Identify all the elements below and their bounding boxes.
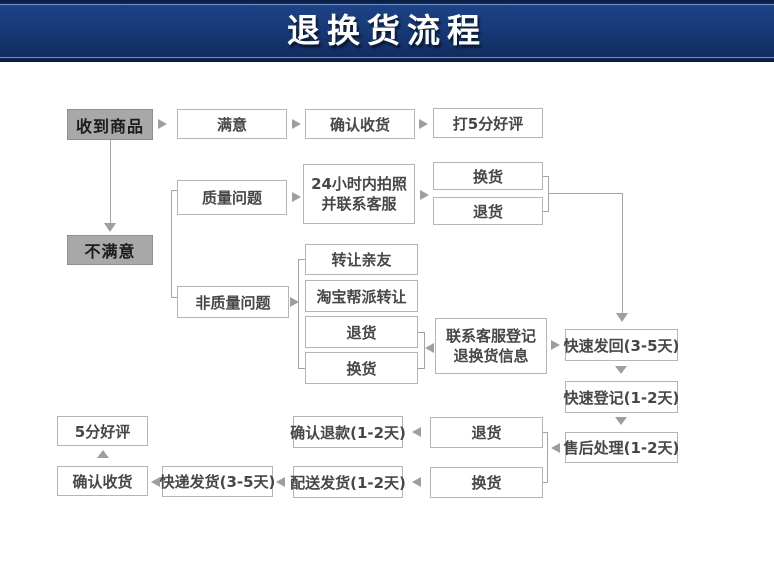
node-five-star-bottom: 5分好评 (57, 416, 148, 446)
arrow-right-icon (292, 119, 301, 129)
arrow-down-icon (616, 313, 628, 322)
arrow-left-icon (551, 443, 560, 453)
node-contact-cs: 联系客服登记 退换货信息 (435, 318, 547, 374)
arrow-right-icon (158, 119, 167, 129)
node-non-quality-issue: 非质量问题 (177, 286, 289, 318)
node-give-five-star: 打5分好评 (433, 108, 543, 138)
node-received: 收到商品 (67, 109, 153, 140)
arrow-down-icon (615, 366, 627, 374)
arrow-right-icon (290, 297, 299, 307)
node-satisfied: 满意 (177, 109, 287, 139)
node-exchange-nonquality: 换货 (305, 352, 418, 384)
node-return-bottom: 退货 (430, 417, 543, 448)
node-exchange-quality: 换货 (433, 162, 543, 190)
arrow-left-icon (412, 427, 421, 437)
node-confirm-receipt: 确认收货 (305, 109, 415, 139)
node-return-quality: 退货 (433, 197, 543, 225)
node-photo-contact: 24小时内拍照 并联系客服 (303, 164, 415, 224)
node-confirm-refund: 确认退款(1-2天) (290, 416, 406, 448)
page-title: 退换货流程 (287, 11, 487, 50)
connector-line (549, 193, 622, 194)
header-banner-inner-frame (0, 4, 774, 58)
node-exchange-bottom: 换货 (430, 467, 543, 498)
node-unsatisfied: 不满意 (67, 235, 153, 265)
node-express: 快递发货(3-5天) (160, 466, 275, 497)
arrow-left-icon (425, 343, 434, 353)
node-fast-register: 快速登记(1-2天) (564, 381, 679, 413)
arrow-left-icon (276, 477, 285, 487)
node-fast-send-back: 快速发回(3-5天) (564, 329, 679, 361)
header-banner: 退换货流程 (0, 0, 774, 62)
connector-line (622, 193, 623, 314)
node-dispatch: 配送发货(1-2天) (290, 466, 406, 498)
arrow-right-icon (551, 340, 560, 350)
merge-bracket (543, 176, 549, 212)
arrow-down-icon (104, 223, 116, 232)
branch-bracket (543, 432, 548, 483)
connector-line (110, 140, 111, 224)
arrow-right-icon (292, 192, 301, 202)
node-after-sale: 售后处理(1-2天) (564, 432, 679, 463)
arrow-left-icon (151, 477, 160, 487)
arrow-right-icon (419, 119, 428, 129)
arrow-right-icon (420, 190, 429, 200)
node-taobao-transfer: 淘宝帮派转让 (305, 280, 418, 312)
node-transfer-friends: 转让亲友 (305, 244, 418, 275)
branch-bracket (298, 259, 305, 369)
arrow-up-icon (97, 450, 109, 458)
merge-bracket (418, 332, 425, 369)
node-confirm-receipt-bottom: 确认收货 (57, 466, 148, 496)
node-quality-issue: 质量问题 (177, 180, 287, 215)
branch-bracket (171, 190, 178, 298)
arrow-down-icon (615, 417, 627, 425)
arrow-left-icon (412, 477, 421, 487)
node-return-nonquality: 退货 (305, 316, 418, 348)
